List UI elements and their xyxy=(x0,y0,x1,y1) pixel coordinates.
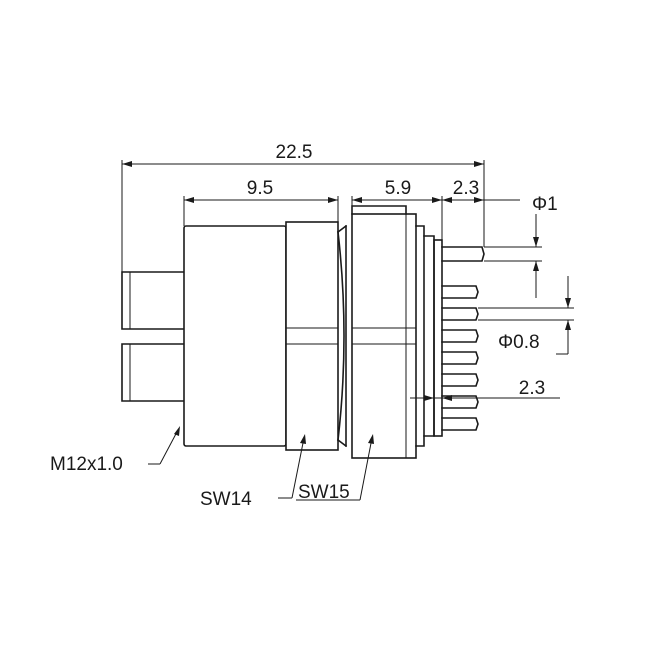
dim-pin-diameter: Φ1 xyxy=(484,194,558,298)
dim-flange: 5.9 xyxy=(351,178,443,240)
callout-thread-label: M12x1.0 xyxy=(50,454,123,475)
dim-small-pin-diameter: Φ0.8 xyxy=(478,276,574,355)
rear-pins xyxy=(433,239,485,437)
dim-flange-label: 5.9 xyxy=(385,178,411,199)
threaded-body xyxy=(183,225,287,447)
callout-sw14: SW14 xyxy=(200,434,306,510)
dim-overall-label: 22.5 xyxy=(276,142,313,163)
dim-pin-diameter-label: Φ1 xyxy=(532,194,558,215)
dim-pin-offset: 2.3 xyxy=(442,178,520,203)
callout-sw15: SW15 xyxy=(296,434,374,503)
neck xyxy=(336,224,348,448)
dim-pin-pitch-label: 2.3 xyxy=(519,378,545,399)
hex-sw14 xyxy=(285,221,339,451)
dim-pin-pitch: 2.3 xyxy=(410,378,560,401)
dim-small-pin-diameter-label: Φ0.8 xyxy=(498,332,540,353)
callout-sw14-label: SW14 xyxy=(200,489,252,510)
callout-sw15-label: SW15 xyxy=(298,482,350,503)
dim-pin-offset-label: 2.3 xyxy=(453,178,479,199)
dim-front-label: 9.5 xyxy=(247,178,273,199)
front-pins xyxy=(121,271,185,402)
flange-sw15 xyxy=(351,205,435,459)
callout-thread: M12x1.0 xyxy=(50,426,180,475)
dim-front: 9.5 xyxy=(183,178,339,226)
dim-overall: 22.5 xyxy=(121,142,485,272)
